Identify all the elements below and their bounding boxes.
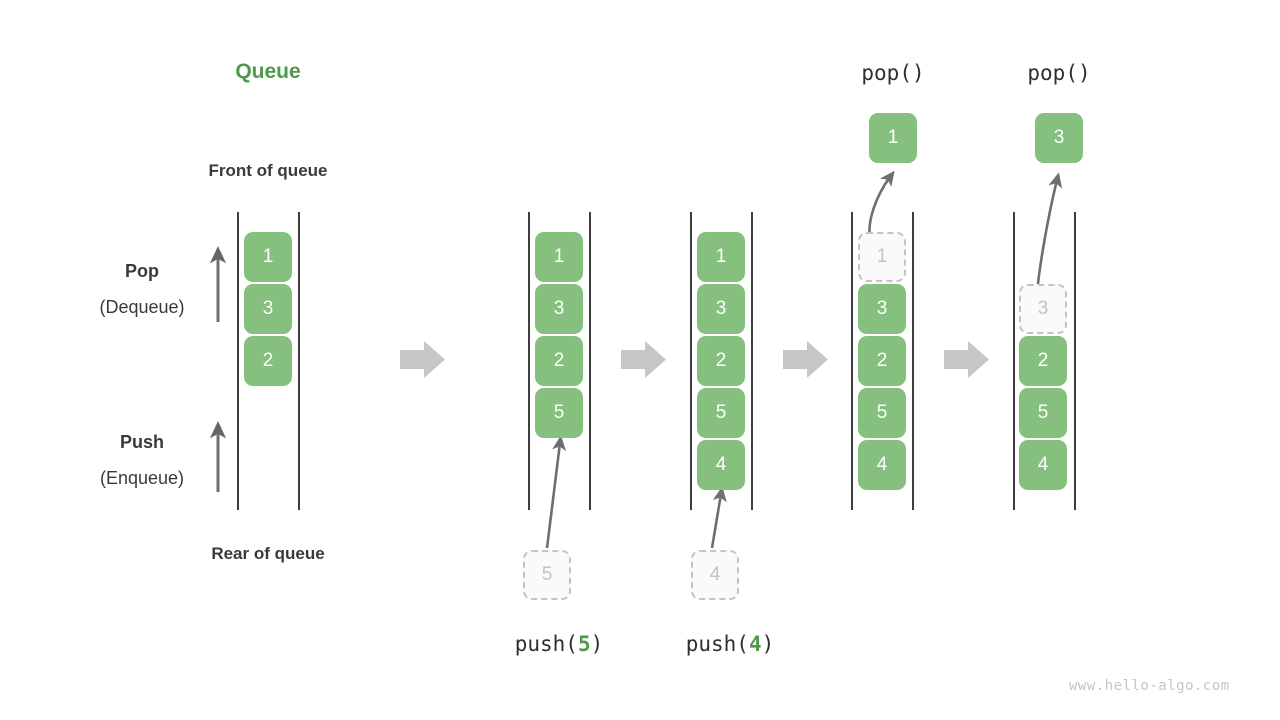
stage-0-rail-left: [237, 212, 239, 510]
popped-element: 1: [869, 113, 917, 163]
incoming-element: 4: [691, 550, 739, 600]
op-argument: 4: [748, 632, 762, 656]
page-title: Queue: [235, 60, 301, 83]
queue-cell: 1: [244, 232, 292, 282]
queue-cell: 3: [535, 284, 583, 334]
rear-of-queue-label: Rear of queue: [211, 544, 325, 563]
queue-cell: 3: [697, 284, 745, 334]
stage-1-rail-left: [528, 212, 530, 510]
stage-3-rail-left: [851, 212, 853, 510]
popped-element: 3: [1035, 113, 1083, 163]
queue-cell: 2: [697, 336, 745, 386]
queue-cell: 4: [858, 440, 906, 490]
front-of-queue-label: Front of queue: [208, 161, 328, 180]
push-5-arrow: [545, 435, 567, 549]
enqueue-label: (Enqueue): [99, 468, 185, 488]
queue-cell: 1: [697, 232, 745, 282]
push-label: Push: [119, 432, 164, 452]
queue-cell: 1: [535, 232, 583, 282]
operation-label-push-4: push(4): [650, 632, 810, 656]
incoming-element: 5: [523, 550, 571, 600]
operation-label-pop-3: pop(): [1027, 61, 1091, 85]
queue-cell: 4: [697, 440, 745, 490]
queue-cell: 5: [858, 388, 906, 438]
queue-cell: 3: [858, 284, 906, 334]
queue-cell: 2: [244, 336, 292, 386]
queue-cell-removed: 1: [858, 232, 906, 282]
stage-4-rail-left: [1013, 212, 1015, 510]
queue-cell: 2: [1019, 336, 1067, 386]
queue-cell: 2: [535, 336, 583, 386]
queue-cell: 5: [535, 388, 583, 438]
op-prefix: push(: [685, 632, 749, 656]
pop-3-arrow: [1035, 172, 1063, 294]
watermark: www.hello-algo.com: [1069, 678, 1230, 694]
operation-label-push-5: push(5): [479, 632, 639, 656]
stage-transition-arrow-4: [944, 341, 989, 378]
stage-1-rail-right: [589, 212, 591, 510]
stage-transition-arrow-3: [783, 341, 828, 378]
stage-transition-arrow-2: [621, 341, 666, 378]
queue-cell-removed: 3: [1019, 284, 1067, 334]
stage-2-rail-right: [751, 212, 753, 510]
dequeue-label: (Dequeue): [99, 297, 185, 317]
operation-label-pop-1: pop(): [861, 61, 925, 85]
op-argument: 5: [577, 632, 591, 656]
stage-2-rail-left: [690, 212, 692, 510]
queue-cell: 2: [858, 336, 906, 386]
stage-transition-arrow-1: [400, 341, 445, 378]
op-prefix: push(: [514, 632, 578, 656]
queue-cell: 3: [244, 284, 292, 334]
push-4-arrow: [710, 486, 727, 549]
stage-4-rail-right: [1074, 212, 1076, 510]
queue-cell: 5: [1019, 388, 1067, 438]
stage-3-rail-right: [912, 212, 914, 510]
op-suffix: ): [590, 632, 604, 656]
pop-label: Pop: [125, 261, 159, 281]
queue-cell: 5: [697, 388, 745, 438]
queue-cell: 4: [1019, 440, 1067, 490]
stage-0-rail-right: [298, 212, 300, 510]
op-suffix: ): [761, 632, 775, 656]
